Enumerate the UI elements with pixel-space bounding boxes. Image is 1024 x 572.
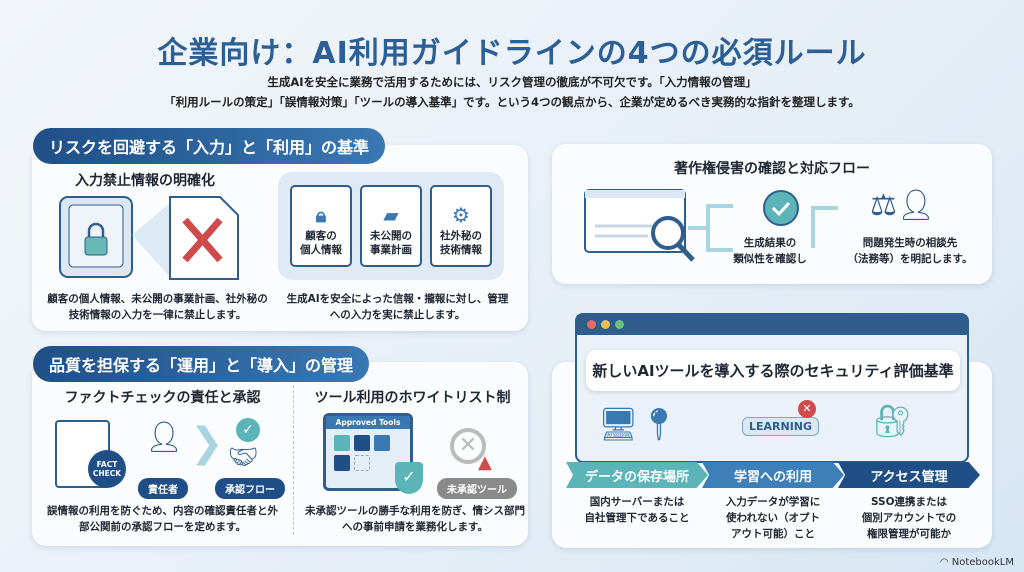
doc-business-plan: ▰未公開の 事業計画 — [360, 185, 422, 267]
maximize-dot-icon — [615, 320, 624, 329]
fact-check-badge: FACT CHECK — [88, 450, 126, 488]
server-location-icon: 🖥︎📍︎ — [598, 405, 680, 443]
learning-brain-icon: LEARNING — [742, 417, 820, 436]
section1-right-text: 生成AIを安全によった信報・攏報に対し、管理への入力を実に禁止します。 — [286, 293, 509, 321]
criterion-storage-label: データの保存場所 — [566, 462, 708, 488]
criterion-storage-text: 国内サーバーまたは 自社管理下であること — [584, 496, 690, 524]
section2-right-heading: ツール利用のホワイトリスト制 — [314, 390, 511, 406]
tool-icon — [354, 435, 370, 451]
criterion-learning-label: 学習への利用 — [702, 462, 844, 488]
section1-heading: 入力禁止情報の明確化 — [75, 173, 215, 189]
notebooklm-logo-icon: ◠ — [939, 557, 952, 568]
criterion-access-text: SSO連携または 個別アカウントでの 権限管理が可能か — [861, 496, 957, 540]
minimize-dot-icon — [601, 320, 610, 329]
unapproved-tool-tag: 未承認ツール — [437, 478, 517, 499]
criterion-access-label: アクセス管理 — [838, 462, 980, 488]
doc-personal-info: 🔒︎顧客の 個人情報 — [290, 185, 352, 267]
step2-text: 問題発生時の相談先 （法務等）を明記します。 — [847, 237, 973, 265]
no-icon: ✕ — [798, 400, 816, 418]
brand-notebooklm: ◠ NotebookLM — [939, 557, 1014, 568]
doc-tech-info: ⚙社外秘の 技術情報 — [430, 185, 492, 267]
section2-left-heading: ファクトチェックの責任と承認 — [64, 390, 261, 406]
warning-icon: ▲ — [478, 452, 492, 473]
subtitle-line-1: 生成AIを安全に業務で活用するためには、リスク管理の徹底が不可欠です。「入力情報… — [267, 75, 757, 89]
prohibited-x-icon — [182, 217, 223, 263]
check-icon: ✓ — [236, 418, 260, 442]
section1-left-text: 顧客の個人情報、未公開の事業計画、社外秘の技術情報の入力を一律に禁止します。 — [47, 293, 268, 321]
gear-icon: ⚙ — [452, 202, 470, 227]
safe-document-illustration — [59, 196, 239, 280]
lock-icon: 🔒︎ — [315, 202, 327, 227]
tool-icon — [374, 435, 390, 451]
browser-titlebar — [577, 315, 967, 335]
close-dot-icon — [587, 320, 596, 329]
criterion-learning-text: 入力データが学習に 使われない（オプト アウト可能）こと — [725, 496, 821, 540]
section3-heading: 著作権侵害の確認と対応フロー — [674, 161, 870, 177]
approval-flow-tag: 承認フロー — [215, 478, 285, 499]
step1-text: 生成結果の 類似性を確認し — [733, 237, 807, 265]
scales-person-icon: ⚖👤︎ — [870, 188, 935, 223]
shield-check-icon: ✓ — [395, 462, 423, 494]
owner-tag: 責任者 — [138, 478, 188, 499]
approved-tools-window: Approved Tools — [323, 413, 413, 491]
page-title: 企業向け：AI利用ガイドラインの4つの必須ルール — [157, 36, 867, 71]
handshake-icon: 🤝︎ — [228, 443, 259, 471]
tool-icon — [334, 455, 350, 471]
section4-heading: 新しいAIツールを導入する際のセキュリティ評価基準 — [586, 350, 960, 391]
folder-icon: ▰ — [383, 202, 399, 227]
chevron-right-icon: ❯ — [190, 420, 224, 466]
tool-placeholder — [354, 455, 370, 471]
magnifier-icon — [651, 216, 685, 250]
browser-window-icon — [584, 189, 686, 253]
section2-left-text: 誤情報の利用を防ぐため、内容の確認責任者と外部公関前の承認フローを定めます。 — [47, 505, 278, 533]
lock-icon — [84, 236, 108, 256]
section1-header: リスクを回避する「入力」と「利用」の基準 — [33, 128, 386, 164]
subtitle-line-2: 「利用ルールの策定」「誤情報対策」「ツールの導入基準」です。という4つの観点から… — [164, 95, 860, 109]
lock-key-org-icon: 🔐︎ — [872, 402, 913, 440]
prohibited-icon: ✕ — [450, 428, 486, 464]
copyright-flow-illustration — [584, 189, 838, 262]
approved-tools-title: Approved Tools — [326, 416, 410, 429]
section2-right-text: 未承認ツールの勝手な利用を防ぎ、情シス部門への事前申請を業務化します。 — [305, 505, 525, 533]
tool-icon — [334, 435, 350, 451]
check-icon — [763, 190, 799, 226]
person-magnifier-icon: 👤︎ — [145, 420, 184, 455]
section2-header: 品質を担保する「運用」と「導入」の管理 — [33, 346, 370, 382]
